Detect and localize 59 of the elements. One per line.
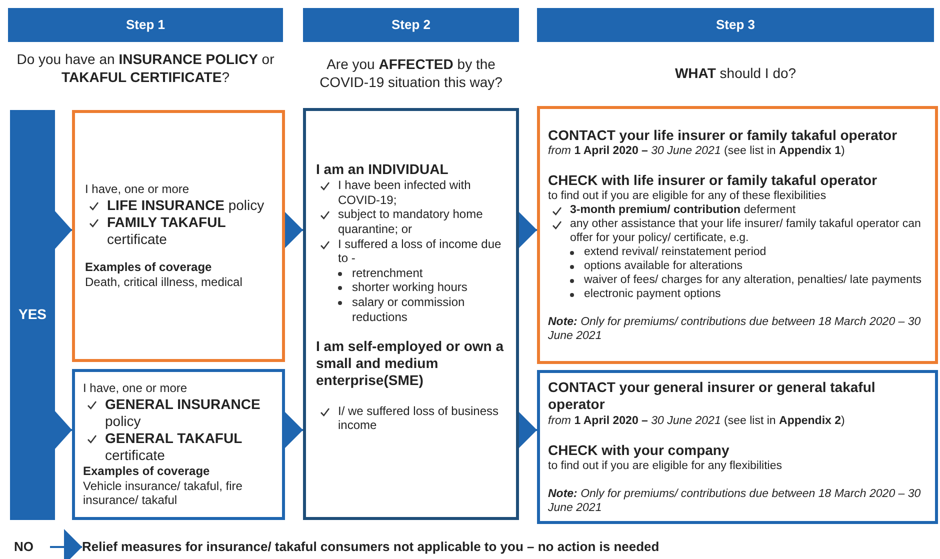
chevron-arrow — [285, 412, 303, 448]
question-text: WHAT should I do? — [674, 64, 798, 82]
step-header-band — [303, 8, 519, 42]
heading-text: CHECK with life insurer or family takaful operator — [548, 172, 878, 189]
bullet-item: extend revival/ reinstatement period — [584, 245, 768, 260]
checklist-item: GENERAL INSURANCE policy — [105, 396, 262, 430]
heading-text: CONTACT your general insurer or general takaful operator — [548, 379, 876, 414]
step-title: Step 1 — [126, 17, 165, 33]
bullet-item: electronic payment options — [584, 287, 722, 302]
checklist-item: subject to mandatory home quarantine; or — [338, 207, 484, 237]
bullet-item: salary or commission reductions — [352, 295, 466, 324]
heading-text: CHECK with your company — [548, 442, 730, 459]
chevron-arrow — [54, 410, 72, 450]
bullet-item: waiver of fees/ charges for any alteration, penalties/ late payments — [584, 273, 923, 288]
checklist-item: any other assistance that your life insurer/ family takaful operator can offer for your policy/ certificate, e.g. — [570, 217, 922, 246]
body-text: Death, critical illness, medical — [85, 274, 244, 290]
bullet-item: options available for alterations — [584, 259, 744, 274]
answer-label: YES — [18, 306, 46, 324]
chevron-arrow — [54, 210, 72, 250]
info-box — [72, 110, 285, 362]
subheading: Examples of coverage — [85, 260, 213, 275]
answer-band — [10, 110, 55, 520]
body-text: from 1 April 2020 – 30 June 2021 (see list in Appendix 2) — [548, 414, 846, 428]
step-header-band — [537, 8, 934, 42]
checklist-item: GENERAL TAKAFUL certificate — [105, 430, 244, 464]
info-box — [303, 108, 519, 520]
body-text: Vehicle insurance/ takaful, fire insurance/ takaful — [83, 478, 244, 508]
info-box — [72, 369, 285, 520]
checklist-item: 3-month premium/ contribution deferment — [570, 203, 797, 218]
heading-text: CONTACT your life insurer or family takaful operator — [548, 126, 898, 144]
checklist-item: I/ we suffered loss of business income — [338, 404, 500, 433]
bullet-item: shorter working hours — [352, 280, 468, 296]
heading-text: I am self-employed or own a small and medium enterprise(SME) — [316, 338, 505, 390]
checklist-item: I have been infected with COVID-19; — [338, 178, 472, 208]
answer-text: Relief measures for insurance/ takaful consumers not applicable to you – no action is needed — [82, 539, 660, 555]
checklist-item: LIFE INSURANCE policy — [107, 197, 266, 214]
answer-text: NO — [14, 539, 34, 555]
step-title: Step 2 — [391, 17, 430, 33]
chevron-arrow — [285, 212, 303, 248]
heading-text: I am an INDIVIDUAL — [316, 161, 450, 178]
subheading: Examples of coverage — [83, 464, 211, 479]
info-box — [537, 370, 938, 524]
body-text: I have, one or more — [83, 381, 188, 396]
body-text: to find out if you are eligible for any of these flexibilities — [548, 189, 828, 204]
note-text: Note: Only for premiums/ contributions due between 18 March 2020 – 30 June 2021 — [548, 486, 922, 515]
step-title: Step 3 — [716, 17, 755, 33]
chevron-arrow — [50, 529, 82, 559]
note-text: Note: Only for premiums/ contributions due between 18 March 2020 – 30 June 2021 — [548, 315, 922, 344]
checklist-item: FAMILY TAKAFUL certificate — [107, 214, 227, 248]
chevron-arrow — [519, 412, 537, 448]
body-text: from 1 April 2020 – 30 June 2021 (see list in Appendix 1) — [548, 144, 846, 158]
body-text: to find out if you are eligible for any flexibilities — [548, 458, 783, 473]
question-text: Do you have an INSURANCE POLICY or TAKAFUL CERTIFICATE? — [16, 50, 276, 86]
chevron-arrow — [519, 212, 537, 248]
body-text: I have, one or more — [85, 182, 190, 198]
info-box — [537, 106, 938, 364]
bullet-item: retrenchment — [352, 266, 424, 280]
step-header-band — [8, 8, 283, 42]
question-text: Are you AFFECTED by the COVID-19 situation this way? — [318, 55, 504, 92]
